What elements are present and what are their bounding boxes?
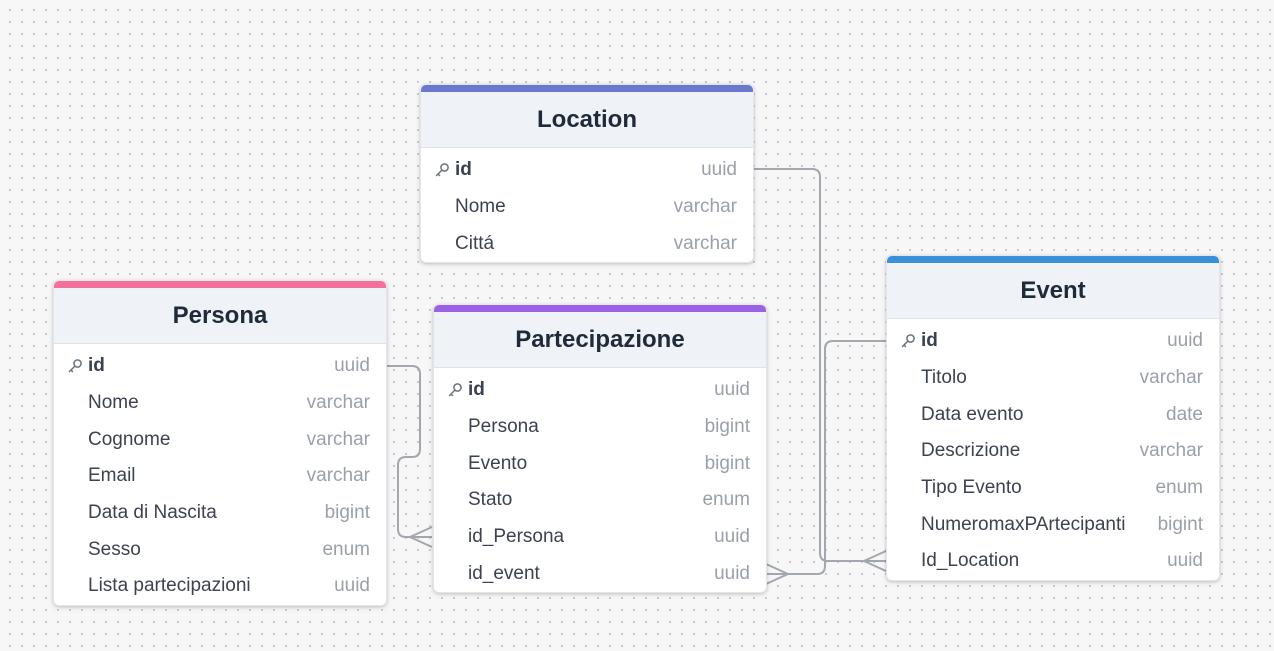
column-type: varchar xyxy=(673,232,737,254)
column-name: Evento xyxy=(468,452,528,474)
column-row-persona[interactable]: Persona bigint xyxy=(434,409,766,446)
column-type: uuid xyxy=(714,562,750,584)
column-name: Tipo Evento xyxy=(921,477,1022,499)
table-title: Event xyxy=(887,263,1219,319)
column-row-numeromax-partecipanti[interactable]: NumeromaxPArtecipanti bigint xyxy=(887,506,1219,543)
table-accent-bar xyxy=(434,305,766,312)
column-row-id-persona[interactable]: id_Persona uuid xyxy=(434,519,766,556)
relation-persona-partecipazione[interactable] xyxy=(386,365,432,538)
column-name: id xyxy=(921,330,938,352)
column-type: bigint xyxy=(704,452,750,474)
column-name: Nome xyxy=(88,392,139,414)
column-row-tipo-evento[interactable]: Tipo Evento enum xyxy=(887,470,1219,507)
crowfoot-event-id-location xyxy=(861,550,887,572)
key-icon xyxy=(448,383,462,397)
column-name: id xyxy=(455,159,472,181)
column-row-cognome[interactable]: Cognome varchar xyxy=(54,421,386,458)
table-partecipazione[interactable]: Partecipazione id uuid Persona bigint Ev… xyxy=(433,304,767,594)
column-type: uuid xyxy=(701,159,737,181)
column-name: id xyxy=(468,379,485,401)
column-name: Descrizione xyxy=(921,440,1021,462)
column-row-evento[interactable]: Evento bigint xyxy=(434,445,766,482)
column-type: uuid xyxy=(334,355,370,377)
crowfoot-partecipazione-id-event xyxy=(765,563,791,585)
table-accent-bar xyxy=(54,281,386,288)
column-name: Sesso xyxy=(88,538,141,560)
column-name: id_Persona xyxy=(468,526,565,548)
table-event[interactable]: Event id uuid Titolo varchar Data evento… xyxy=(886,255,1220,581)
column-name: Persona xyxy=(468,416,539,438)
column-type: bigint xyxy=(324,502,370,524)
key-icon xyxy=(901,334,915,348)
table-title: Partecipazione xyxy=(434,312,766,368)
column-name: id xyxy=(88,355,105,377)
relation-event-partecipazione[interactable] xyxy=(766,340,886,575)
column-type: uuid xyxy=(1167,330,1203,352)
column-name: Cognome xyxy=(88,428,171,450)
column-name: Data di Nascita xyxy=(88,502,217,524)
column-row-stato[interactable]: Stato enum xyxy=(434,482,766,519)
column-type: uuid xyxy=(714,379,750,401)
column-name: Titolo xyxy=(921,367,967,389)
column-row-descrizione[interactable]: Descrizione varchar xyxy=(887,433,1219,470)
column-row-data-di-nascita[interactable]: Data di Nascita bigint xyxy=(54,495,386,532)
crowfoot-partecipazione-id-persona xyxy=(407,526,433,548)
column-type: varchar xyxy=(306,392,370,414)
column-type: enum xyxy=(1155,477,1203,499)
column-name: Id_Location xyxy=(921,550,1020,572)
table-location[interactable]: Location id uuid Nome varchar Cittá varc… xyxy=(420,84,754,264)
table-accent-bar xyxy=(421,85,753,92)
column-row-id[interactable]: id uuid xyxy=(434,372,766,409)
column-type: enum xyxy=(702,489,750,511)
table-accent-bar xyxy=(887,256,1219,263)
column-type: varchar xyxy=(306,465,370,487)
column-type: uuid xyxy=(714,526,750,548)
column-type: varchar xyxy=(673,196,737,218)
column-row-citta[interactable]: Cittá varchar xyxy=(421,225,753,262)
column-row-id[interactable]: id uuid xyxy=(54,348,386,385)
column-type: bigint xyxy=(1157,513,1203,535)
column-name: Lista partecipazioni xyxy=(88,575,251,597)
column-name: NumeromaxPArtecipanti xyxy=(921,513,1126,535)
column-row-id-event[interactable]: id_event uuid xyxy=(434,555,766,592)
table-title: Persona xyxy=(54,288,386,344)
column-name: Nome xyxy=(455,196,506,218)
column-row-data-evento[interactable]: Data evento date xyxy=(887,396,1219,433)
column-name: Data evento xyxy=(921,403,1024,425)
column-name: Stato xyxy=(468,489,513,511)
column-row-nome[interactable]: Nome varchar xyxy=(54,385,386,422)
column-type: uuid xyxy=(334,575,370,597)
column-row-id[interactable]: id uuid xyxy=(421,152,753,189)
column-name: Email xyxy=(88,465,136,487)
table-title: Location xyxy=(421,92,753,148)
column-row-email[interactable]: Email varchar xyxy=(54,458,386,495)
column-name: Cittá xyxy=(455,232,495,254)
key-icon xyxy=(68,359,82,373)
column-row-sesso[interactable]: Sesso enum xyxy=(54,531,386,568)
column-type: uuid xyxy=(1167,550,1203,572)
column-row-titolo[interactable]: Titolo varchar xyxy=(887,360,1219,397)
column-row-id[interactable]: id uuid xyxy=(887,323,1219,360)
column-type: varchar xyxy=(306,428,370,450)
column-row-id-location[interactable]: Id_Location uuid xyxy=(887,543,1219,580)
column-type: enum xyxy=(322,538,370,560)
column-row-lista-partecipazioni[interactable]: Lista partecipazioni uuid xyxy=(54,568,386,605)
column-type: date xyxy=(1166,403,1203,425)
column-row-nome[interactable]: Nome varchar xyxy=(421,189,753,226)
relation-location-event[interactable] xyxy=(753,168,886,562)
table-persona[interactable]: Persona id uuid Nome varchar Cognome var… xyxy=(53,280,387,606)
column-type: varchar xyxy=(1139,440,1203,462)
column-type: varchar xyxy=(1139,367,1203,389)
column-name: id_event xyxy=(468,562,540,584)
column-type: bigint xyxy=(704,416,750,438)
key-icon xyxy=(435,163,449,177)
